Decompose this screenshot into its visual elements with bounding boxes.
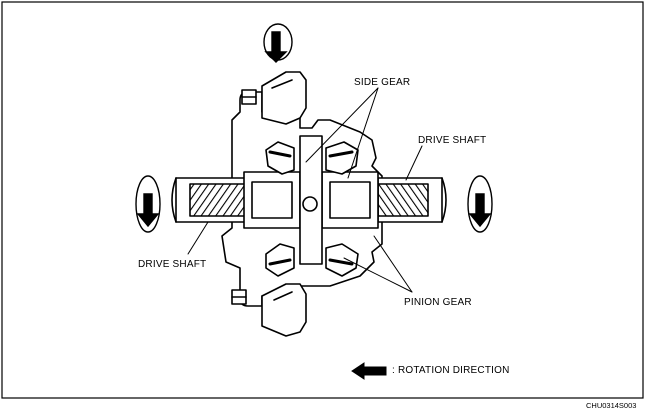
label-drive-shaft-right: DRIVE SHAFT: [418, 135, 487, 146]
pinion-shaft-pin: [302, 196, 318, 212]
rotation-arrow-top: [263, 23, 293, 63]
pinion-gear-top-right: [325, 141, 359, 175]
label-drive-shaft-left: DRIVE SHAFT: [138, 259, 207, 270]
leader-drive-shaft-right: [405, 145, 423, 181]
ring-gear-top: [261, 71, 307, 125]
leader-side-gear: [305, 87, 379, 179]
leader-drive-shaft-left: [187, 221, 209, 255]
figure-code: CHU0314S003: [586, 401, 637, 410]
legend-rotation-direction: : ROTATION DIRECTION: [392, 365, 510, 376]
figure-border: [1, 1, 644, 399]
label-side-gear: SIDE GEAR: [354, 77, 411, 88]
left-arrow-icon: [351, 362, 387, 380]
rotation-arrow-right: [467, 175, 493, 233]
ring-gear-bottom: [261, 283, 307, 337]
pinion-gear-top-left: [265, 141, 295, 175]
pinion-gear-bottom-left: [265, 243, 295, 277]
rotation-arrow-left: [135, 175, 161, 233]
pinion-gear-bottom-right: [325, 243, 359, 277]
label-pinion-gear: PINION GEAR: [404, 297, 472, 308]
leader-pinion-gear: [343, 235, 413, 293]
